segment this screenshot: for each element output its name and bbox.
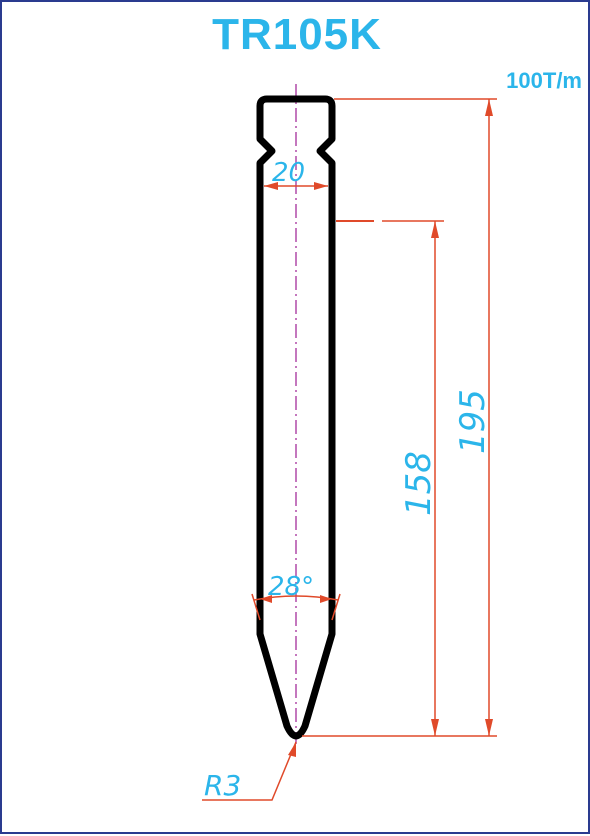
angle-tick-right [331,593,341,621]
overall-height-dimension-text: 195 [453,389,493,454]
angle-tick-left [251,593,261,621]
width-arrow-left [264,182,278,190]
overall-height-arrow-top [485,99,493,116]
angle-arrow-right [320,595,332,603]
capacity-label: 100T/m [506,68,582,93]
radius-dimension-text: R3 [204,769,241,802]
working-height-dimension-text: 158 [399,451,439,516]
radius-leader-arrow [288,742,296,757]
width-dimension-text: 20 [272,158,305,188]
part-title: TR105K [212,10,382,59]
width-arrow-right [314,182,328,190]
radius-leader-line [202,741,297,801]
working-height-arrow-top [431,221,439,238]
angle-dimension-text: 28° [268,572,314,602]
tool-outline [256,95,336,740]
angle-arrow-left [260,595,272,603]
overall-height-arrow-bottom [485,719,493,736]
working-height-arrow-bottom [431,719,439,736]
